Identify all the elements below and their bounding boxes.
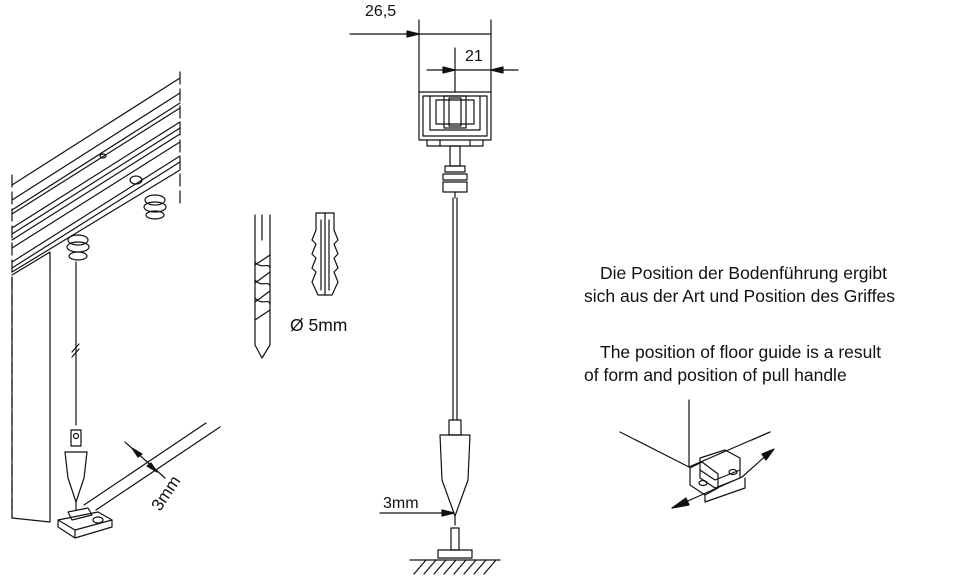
drill-diameter-label: Ø 5mm xyxy=(290,315,347,335)
note-english-line2: of form and position of pull handle xyxy=(584,365,847,385)
gap-center-label: 3mm xyxy=(383,495,419,512)
gap-left-label: 3mm xyxy=(148,472,185,514)
note-german-line2: sich aus der Art und Position des Griffe… xyxy=(584,286,895,306)
wall-plug xyxy=(311,212,339,296)
left-perspective-view: 3mm xyxy=(11,71,221,539)
floor-guide-detail xyxy=(619,399,775,509)
roller-right xyxy=(143,194,167,220)
rail-width-label: 21 xyxy=(465,48,483,65)
section-view: 26,5 21 3mm xyxy=(349,3,519,575)
drill-bit xyxy=(254,214,271,359)
note-english-line1: The position of floor guide is a result xyxy=(600,342,882,362)
top-width-label: 26,5 xyxy=(365,3,396,20)
roller-left xyxy=(66,234,90,261)
note-german-line1: Die Position der Bodenführung ergibt xyxy=(600,263,887,283)
